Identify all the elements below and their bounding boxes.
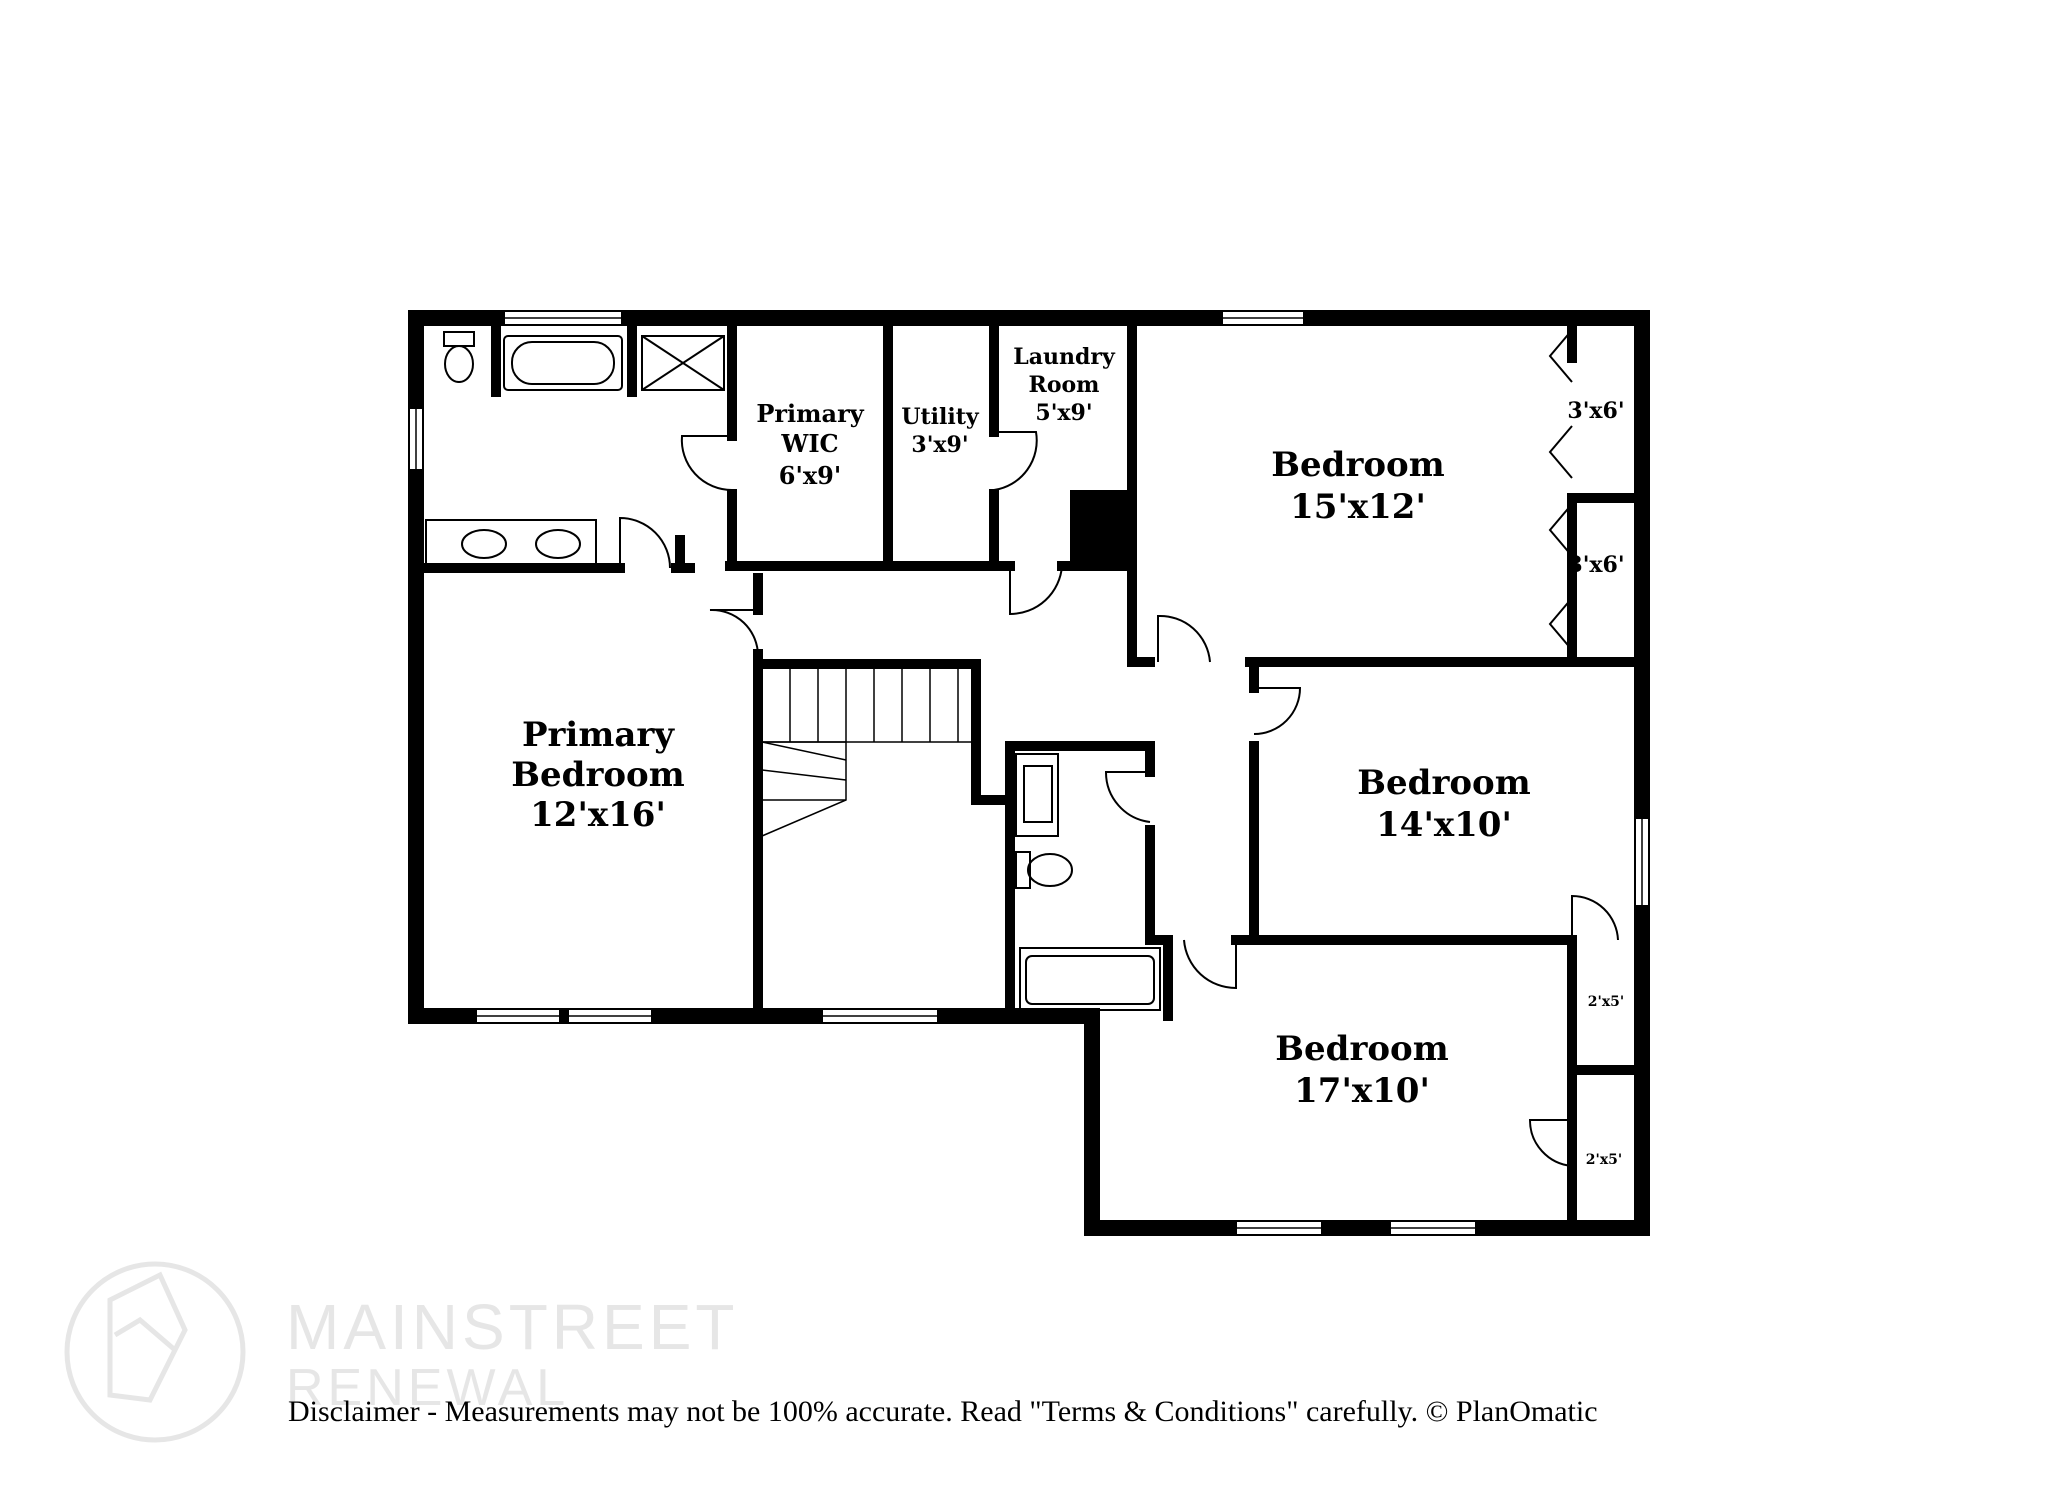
mainstreet-logo-watermark [64,1261,246,1443]
closet-se-top-dims: 2'x5' [1588,994,1624,1010]
bedroom-se-dims: 17'x10' [1294,1071,1430,1111]
closet-ne-top-dims: 3'x6' [1567,398,1624,424]
bedroom-e-name: Bedroom [1357,763,1530,803]
logo-text-line2: RENEWAL [286,1359,570,1417]
laundry-name-2: Room [1029,372,1100,398]
hall-toilet-icon [1015,851,1031,889]
primary-wic-name-2: WIC [780,429,838,458]
laundry-dims: 5'x9' [1035,400,1092,426]
exterior-walls [408,310,1650,1236]
bedroom-ne-dims: 15'x12' [1290,487,1426,527]
window-panes [415,317,1643,1229]
primary-bedroom-name-2: Bedroom [511,755,684,795]
primary-bedroom-dims: 12'x16' [530,795,666,835]
stairs [761,667,975,837]
hall-bathtub-icon [1019,947,1161,1011]
bedroom-se-name: Bedroom [1275,1029,1448,1069]
primary-wic-name-1: Primary [756,399,864,428]
primary-wic-dims: 6'x9' [779,461,841,490]
logo-text-line1: MAINSTREET [286,1291,739,1363]
bedroom-e-dims: 14'x10' [1376,805,1512,845]
fixtures [425,331,1161,1011]
toilet-icon [443,331,475,347]
doors [619,329,1619,1167]
closet-se-bottom-dims: 2'x5' [1586,1152,1622,1168]
shower-icon [641,335,725,391]
sink-icon [1015,753,1059,837]
utility-name: Utility [901,404,980,430]
disclaimer-text: Disclaimer - Measurements may not be 100… [288,1395,1598,1428]
vanity-icon [425,519,597,565]
utility-dims: 3'x9' [911,432,968,458]
bathtub-icon [503,335,623,391]
bedroom-ne-name: Bedroom [1271,445,1444,485]
primary-bedroom-name-1: Primary [522,715,675,755]
closet-ne-bottom-dims: 3'x6' [1567,552,1624,578]
chimney-block [1070,490,1132,566]
laundry-name-1: Laundry [1013,344,1116,370]
